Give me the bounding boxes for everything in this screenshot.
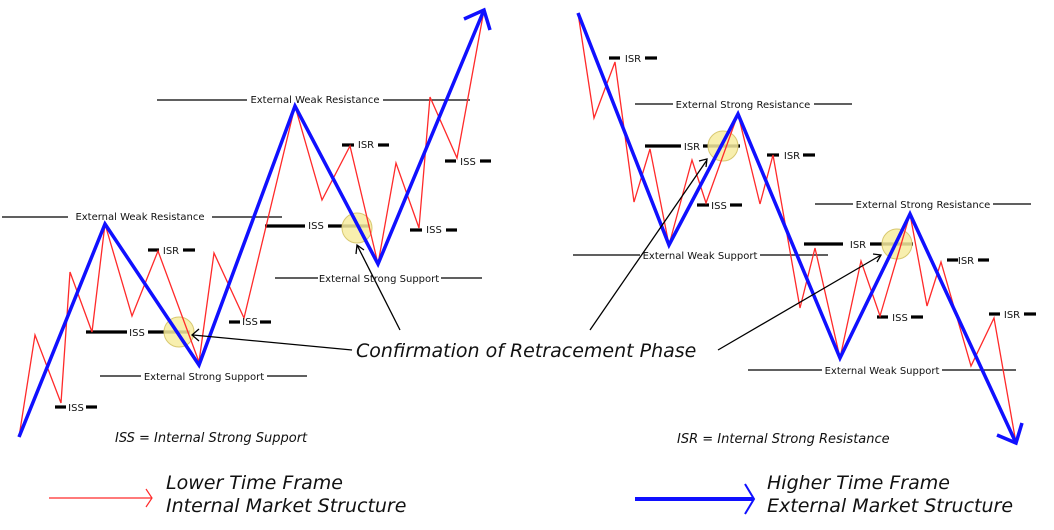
right-internal-label-iss: ISS — [711, 201, 727, 212]
legend-internal-line2: Internal Market Structure — [166, 495, 406, 517]
left-external-weak-resistance-2: External Weak Resistance — [250, 95, 379, 106]
callout-arrowhead-icon — [872, 253, 883, 263]
callout-arrowhead-icon — [355, 243, 365, 255]
legend-internal-line1: Lower Time Frame — [166, 472, 343, 494]
right-internal-label-isr: ISR — [625, 54, 641, 65]
external-structure-line-left — [17, 9, 486, 438]
left-internal-label-iss: ISS — [308, 221, 324, 232]
left-internal-label-isr-upper: ISR — [358, 140, 374, 151]
legend-arrows — [49, 483, 756, 515]
left-internal-label-iss: ISS — [460, 157, 476, 168]
left-internal-label-isr: ISR — [163, 246, 179, 257]
internal-structure-line-right — [577, 12, 1017, 444]
right-internal-label-isr: ISR — [684, 142, 700, 153]
left-external-strong-support-2: External Strong Support — [319, 274, 439, 285]
right-internal-label-isr: ISR — [958, 256, 974, 267]
right-external-strong-resistance-1: External Strong Resistance — [676, 100, 811, 111]
left-external-strong-support-1: External Strong Support — [144, 372, 264, 383]
callout-arrow-line — [356, 244, 401, 331]
left-internal-label-iss: ISS — [426, 225, 442, 236]
right-internal-label-isr: ISR — [1004, 310, 1020, 321]
isr-definition: ISR = Internal Strong Resistance — [677, 432, 890, 447]
labels: External Weak Resistance External Weak R… — [68, 54, 1020, 517]
callout-arrow-line — [589, 159, 708, 331]
callout-arrow-line — [192, 334, 353, 351]
confirmation-highlights — [163, 130, 913, 348]
legend-external-arrowhead-icon — [744, 483, 756, 515]
external-structure-lines — [17, 7, 1024, 446]
right-internal-label-isr: ISR — [850, 240, 866, 251]
arrowhead-up-icon — [463, 7, 492, 31]
left-external-weak-resistance-1: External Weak Resistance — [75, 212, 204, 223]
callout-arrows — [191, 158, 883, 351]
right-external-weak-support-2: External Weak Support — [825, 366, 940, 377]
callout-arrow-line — [717, 254, 882, 351]
callout-arrowhead-icon — [191, 328, 200, 342]
right-external-strong-resistance-2: External Strong Resistance — [856, 200, 991, 211]
right-external-weak-support-1: External Weak Support — [643, 251, 758, 262]
legend-external-line1: Higher Time Frame — [767, 472, 950, 494]
external-structure-line-right — [576, 12, 1018, 444]
callout-arrowhead-icon — [698, 158, 708, 168]
left-internal-label-iss: ISS — [129, 328, 145, 339]
iss-definition: ISS = Internal Strong Support — [115, 431, 308, 446]
legend-internal-arrowhead-icon — [145, 488, 153, 508]
right-internal-label-iss: ISS — [892, 313, 908, 324]
right-internal-label-isr: ISR — [784, 151, 800, 162]
legend-external-line2: External Market Structure — [767, 495, 1013, 517]
arrowhead-down-icon — [996, 422, 1024, 446]
callout-confirmation-of-retracement: Confirmation of Retracement Phase — [356, 340, 696, 362]
left-internal-label-iss: ISS — [242, 317, 258, 328]
left-internal-label-iss: ISS — [68, 403, 84, 414]
